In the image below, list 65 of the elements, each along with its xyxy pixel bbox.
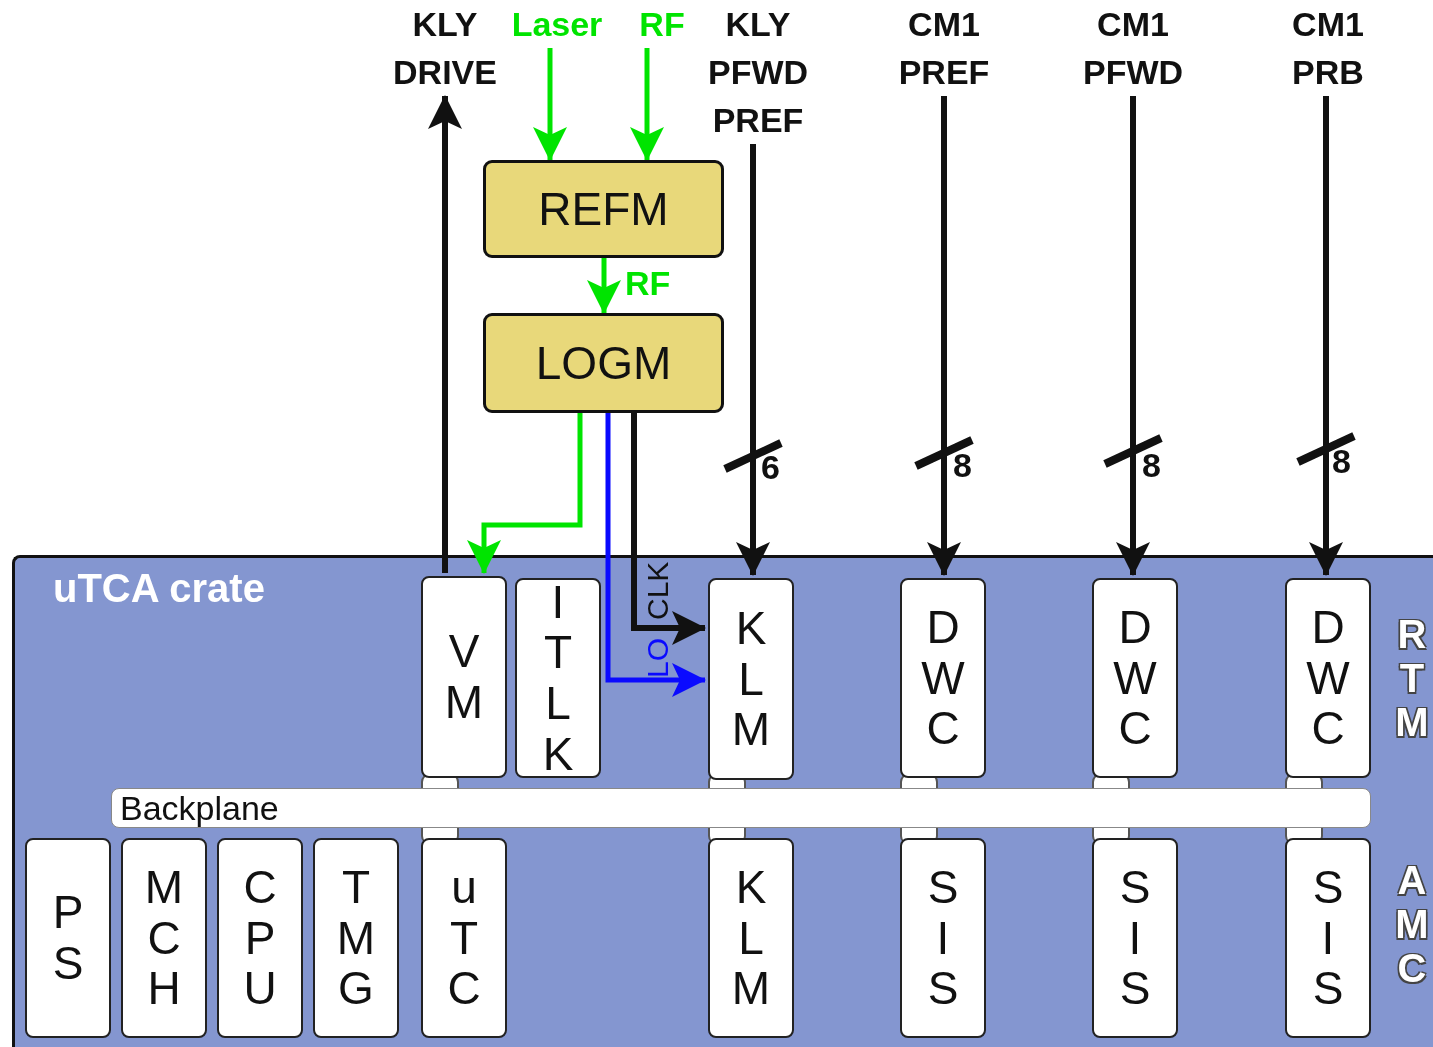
edge-label: 8	[953, 448, 972, 482]
section-label: AMC	[1394, 858, 1430, 990]
module-label: SIS	[1118, 862, 1152, 1014]
module-card	[708, 838, 794, 1038]
module-box	[483, 313, 724, 413]
section-label: RTM	[1394, 612, 1430, 744]
edge-label: CLK	[643, 561, 673, 620]
module-label: LOGM	[535, 336, 672, 390]
module-label: KLM	[730, 862, 772, 1014]
module-label: DWC	[1112, 602, 1158, 754]
edge-label: 8	[1142, 448, 1161, 482]
edge-label: RF	[625, 266, 671, 300]
module-card	[900, 578, 986, 778]
signal-label: Laser	[511, 4, 603, 45]
module-label: CPU	[242, 862, 278, 1014]
arrow	[533, 48, 567, 161]
arrow	[1309, 96, 1343, 576]
arrow	[927, 96, 961, 576]
module-box	[483, 160, 724, 258]
signal-label: KLY DRIVE	[393, 4, 497, 93]
edge-label: 8	[1332, 444, 1351, 478]
module-card	[515, 578, 601, 778]
module-label: KLM	[730, 603, 772, 755]
module-label: SIS	[926, 862, 960, 1014]
module-label: DWC	[920, 602, 966, 754]
module-label: VM	[443, 626, 485, 728]
arrow	[428, 95, 462, 573]
signal-label: CM1 PREF	[898, 4, 990, 93]
module-card	[1092, 578, 1178, 778]
module-card	[421, 576, 507, 778]
arrow	[587, 258, 621, 314]
signal-label: CM1 PRB	[1292, 4, 1364, 93]
module-card	[708, 578, 794, 780]
arrow	[631, 413, 706, 645]
module-card	[900, 838, 986, 1038]
module-card	[1285, 838, 1371, 1038]
module-label: DWC	[1305, 602, 1351, 754]
edge-label: LO	[643, 637, 673, 678]
module-label: REFM	[538, 182, 669, 236]
arrow	[605, 413, 706, 697]
module-card	[421, 838, 507, 1038]
module-label: TMG	[335, 862, 377, 1014]
module-label: SIS	[1311, 862, 1345, 1014]
module-card	[313, 838, 399, 1038]
module-card	[25, 838, 111, 1038]
module-card	[121, 838, 207, 1038]
arrow	[467, 413, 583, 574]
module-label: PS	[51, 887, 85, 989]
module-card	[217, 838, 303, 1038]
backplane-label: Backplane	[119, 788, 279, 828]
module-card	[1285, 578, 1371, 778]
crate-title: uTCA crate	[53, 566, 265, 611]
arrow	[736, 144, 770, 576]
module-label: ITLK	[541, 576, 575, 780]
signal-label: CM1 PFWD	[1082, 4, 1184, 93]
module-card	[1092, 838, 1178, 1038]
edge-label: 6	[761, 450, 780, 484]
signal-label: RF	[639, 4, 685, 45]
arrow	[1116, 96, 1150, 576]
crate-panel	[12, 555, 1433, 1047]
backplane-bar	[111, 788, 1371, 828]
module-label: uTC	[446, 862, 482, 1014]
signal-label: KLY PFWD PREF	[707, 4, 809, 141]
arrow	[630, 48, 664, 161]
module-label: MCH	[143, 862, 185, 1014]
